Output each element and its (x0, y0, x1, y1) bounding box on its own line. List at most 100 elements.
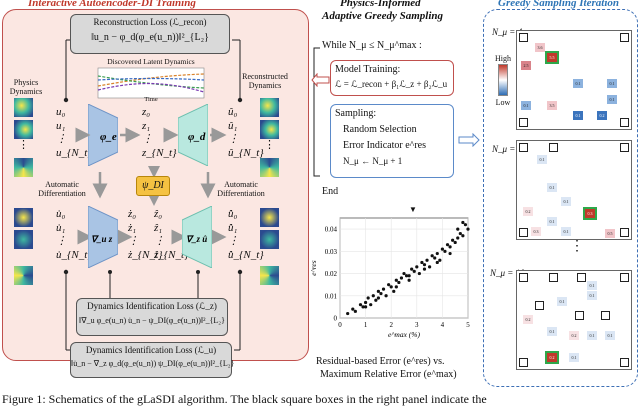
scatter-point (463, 223, 468, 227)
scatter-point (458, 231, 462, 236)
output-dots: ⋮ (228, 133, 239, 145)
y-tick-label: 0.02 (325, 270, 338, 278)
grid3-sample (549, 273, 558, 282)
scatter-point (456, 236, 460, 240)
vertical-ellipsis: ⋮ (570, 239, 584, 254)
latent-curve-2 (97, 75, 205, 89)
scatter-point (358, 303, 363, 307)
recon-deriv-3 (260, 266, 279, 285)
error-indicator: Error Indicator e^res (343, 140, 426, 151)
recon-snapshot-1 (260, 98, 279, 117)
y-tick-label: 0.01 (325, 292, 338, 300)
latent-curve-3 (97, 82, 205, 93)
latent-plot-svg (97, 67, 205, 99)
grid1-cell: 2.5 (521, 61, 531, 70)
dinput-1: u̇₁ (56, 221, 66, 234)
scatter-point (438, 258, 442, 262)
dinput-0: u̇₀ (56, 208, 66, 220)
dlatent-stack: ż₀ ż₁ ⋮ ż_{N_t} (128, 208, 162, 262)
recon-snapshot-3 (260, 158, 279, 177)
middle-title-line1: Physics-Informed (340, 0, 421, 9)
latent-curve-4 (97, 77, 205, 81)
latent-plot-xlabel: Time (144, 96, 158, 103)
x-tick-label: 3 (415, 321, 419, 329)
scatter-point (425, 258, 429, 262)
scatter-point (397, 280, 401, 285)
grid3-corner-bl (519, 358, 528, 367)
grid-n4: 2.5 3.6 5.5 0.1 0.1 0.1 3.5 0.1 0.2 0.1 (516, 30, 632, 130)
scatter-point (402, 271, 406, 276)
x-tick-label: 0 (338, 321, 342, 329)
doutput-0: u̇̂₀ (228, 208, 238, 220)
dlatent-dots: ⋮ (128, 235, 139, 247)
physics-deriv-2 (14, 230, 33, 249)
scatter-point (453, 240, 457, 245)
dlatent-hat-nt: ẑ_{N_t} (154, 248, 189, 261)
auto-diff-right: Automatic Differentiation (217, 180, 265, 198)
grid3-cell: 0.2 (569, 331, 579, 340)
recon-deriv-1 (260, 208, 279, 227)
physics-deriv-3 (14, 266, 33, 285)
physics-snapshot-2 (14, 120, 33, 139)
scatter-point (443, 249, 447, 253)
physics-snapshot-3 (14, 158, 33, 177)
encoder-label: φ_e (100, 131, 117, 143)
left-panel-connectors (63, 39, 243, 351)
left-panel-title: Interactive Autoencoder-DI Training (28, 0, 196, 9)
model-training-label: Model Training: (335, 64, 401, 75)
scatter-point (407, 274, 411, 278)
grid1-corner-bl (519, 118, 528, 127)
dynamics-loss-z-box: Dynamics Identification Loss (ℒ_z) ‖∇_u … (76, 298, 228, 336)
grad-z-label: ∇_u z (91, 234, 113, 244)
grid2-corner-tr (620, 143, 629, 152)
middle-title-line2: Adaptive Greedy Sampling (322, 10, 443, 22)
x-axis-label: e^max (%) (388, 330, 421, 339)
grid1-corner-br (620, 118, 629, 127)
plot-area (339, 217, 469, 319)
reconstruction-loss-box: Reconstruction Loss (ℒ_recon) ‖u_n − φ_d… (70, 14, 230, 54)
grid3-corner-br (620, 358, 629, 367)
grid3-sample (575, 311, 584, 320)
grid-n10: 0.1 0.1 0.1 0.2 0.1 0.2 0.1 0.1 0.2 0.1 (516, 270, 632, 370)
grid1-corner-tl (519, 33, 528, 42)
right-panel-title: Greedy Sampling Iteration (498, 0, 620, 9)
decoder-label: φ_d (188, 131, 206, 143)
grid1-corner-tr (620, 33, 629, 42)
scatter-point (392, 289, 396, 293)
latent-z0: z₀ (142, 106, 151, 118)
dlatent-hat-1: ẑ₁ (154, 221, 163, 234)
scatter-point (461, 220, 465, 225)
scatter-point (430, 254, 434, 258)
dyn-loss-z-equation: ‖∇_u φ_e(u_n) u̇_n − ψ_DI(φ_e(u_n))‖²_{L… (79, 316, 225, 325)
scatter-point (371, 294, 375, 298)
scatter-point (412, 269, 416, 273)
grid1-cell: 5.5 (545, 51, 559, 64)
doutput-stack: u̇̂₀ u̇̂₁ ⋮ u̇̂_{N_t} (228, 208, 264, 262)
scatter-caption-2: Maximum Relative Error (e^max) (320, 369, 457, 380)
model-training-box: Model Training: ℒ = ℒ_recon + β₁ℒ_z + β₂… (330, 60, 454, 96)
input-u1: u₁ (56, 119, 66, 132)
y-tick-label: 0.04 (325, 226, 338, 234)
increment: N_μ ← N_μ + 1 (343, 156, 403, 166)
grid1-cell: 0.1 (607, 95, 617, 104)
dyn-loss-u-equation: ‖u̇_n − ∇_z φ_d(φ_e(u_n)) ψ_DI(φ_e(u_n))… (71, 359, 235, 368)
scatter-point (435, 251, 439, 256)
latent-z1: z₁ (142, 119, 151, 132)
algo-end: End (322, 186, 339, 197)
scatter-point (399, 276, 404, 280)
grid3-cell: 0.1 (557, 297, 567, 306)
dlatent-hat-stack: ẑ₀ ẑ₁ ⋮ ẑ_{N_t} (154, 208, 189, 262)
grid3-cell: 0.1 (587, 291, 597, 300)
dlatent-1: ż₁ (128, 221, 137, 234)
dinput-stack: u̇₀ u̇₁ ⋮ u̇_{N_t} (56, 208, 92, 262)
grid3-sample (601, 311, 610, 320)
model-loss-eq: ℒ = ℒ_recon + β₁ℒ_z + β₂ℒ_u (335, 79, 448, 89)
scatter-point (461, 234, 465, 238)
sampling-box: Sampling: Random Selection Error Indicat… (330, 104, 454, 178)
scatter-point (445, 243, 450, 247)
scatter-point (422, 267, 427, 271)
dinput-nt: u̇_{N_t} (56, 248, 92, 261)
scatter-point (448, 245, 452, 249)
scatter-point (410, 267, 414, 271)
